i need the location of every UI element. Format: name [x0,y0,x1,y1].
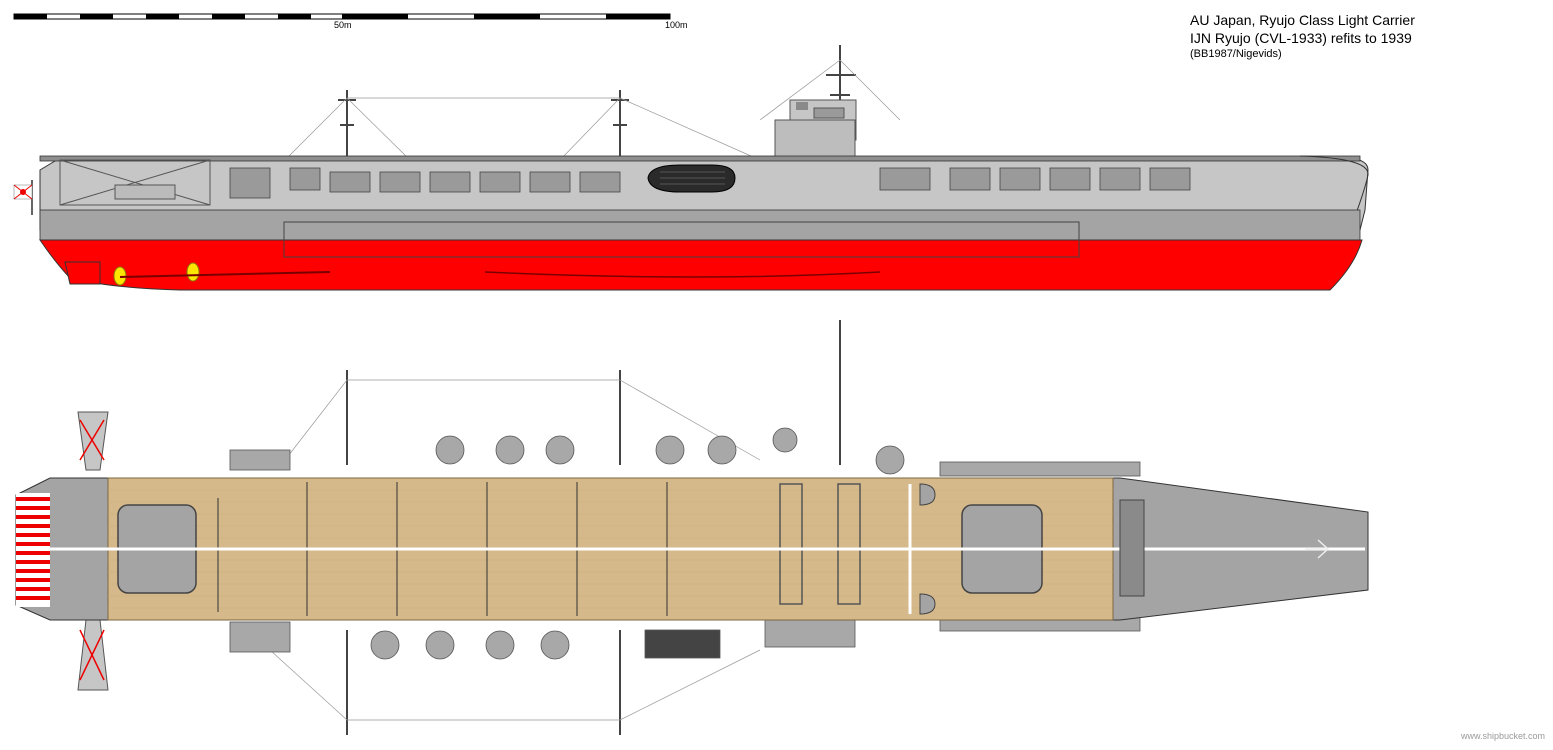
stern-framework [59,159,211,206]
hull-grey-band [39,209,1361,241]
stern-stripes [16,493,50,607]
scale-mid-label: 50m [334,20,352,30]
side-profile [13,45,1369,291]
scale-end-label: 100m [665,20,688,30]
flight-deck-edge [39,155,1361,162]
side-sponsons [229,167,1191,199]
crash-barriers [779,483,861,605]
top-view [15,320,1369,735]
rising-sun-flag-icon [13,180,33,215]
rudder [64,261,101,285]
title-line-2: IJN Ryujo (CVL-1933) refits to 1939 [1190,30,1412,46]
watermark: www.shipbucket.com [1460,731,1545,741]
sponsons-upper [229,427,1141,477]
stern-outrigger [77,411,109,691]
sponsons-lower [229,614,1141,660]
title-line-1: AU Japan, Ryujo Class Light Carrier [1190,12,1415,28]
author-credit: (BB1987/Nigevids) [1190,48,1282,60]
scale-bar [13,13,671,20]
armor-belt [283,221,1080,258]
side-rigging [284,59,901,161]
top-masts [346,320,841,735]
hull-red [39,239,1363,291]
propeller-icon [113,262,200,286]
landing-arrow-icon [1305,539,1330,559]
